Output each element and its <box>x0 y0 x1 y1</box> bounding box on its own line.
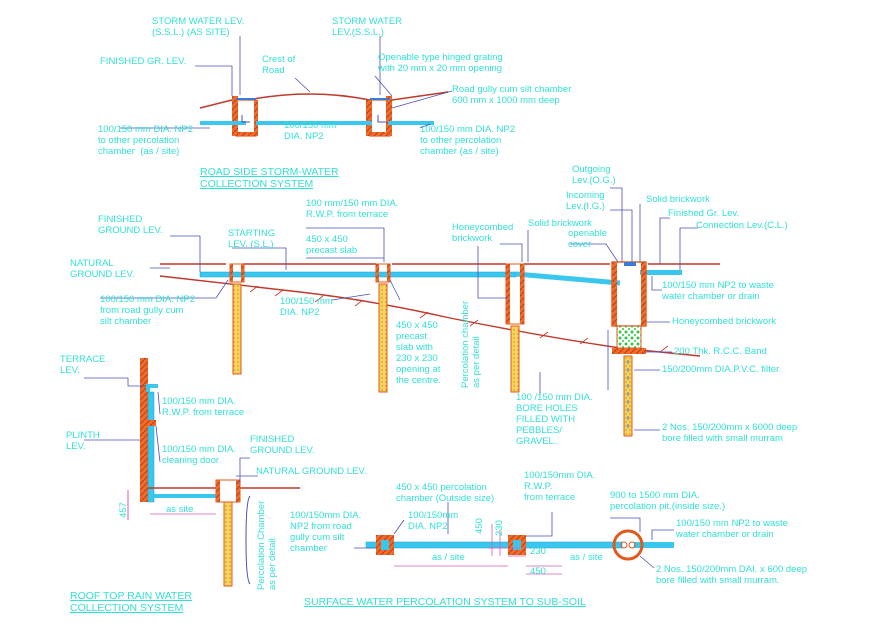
road-pipe-right-label: 100/150 mm DIA. NP2 to other percolation… <box>420 124 516 157</box>
honeycombed-brickwork-label: Honeycombed brickwork <box>452 222 514 244</box>
surface-as-site-2: as / site <box>570 552 603 563</box>
ground-hatch <box>249 285 669 353</box>
section-pipe-np2-label: 100/150 mm DIA. NP2 <box>280 296 333 318</box>
openable-cover-label: openable cover <box>568 228 608 250</box>
pebble-layer <box>616 325 642 349</box>
precast-slab-opening-label: 450 x 450 precast slab with 230 x 230 op… <box>396 320 441 386</box>
grating-label: Openable type hinged grating with 20 mm … <box>378 52 503 74</box>
section-pipe-from-gully-label: 100/150 mm DIA. NP2 from road gully cum … <box>100 294 196 327</box>
surface-dim-450: 450 <box>530 566 546 577</box>
surface-dim-230-vertical: 230 <box>494 520 505 536</box>
surface-bore-note-label: 2 Nos. 150/200mm DAI. x 600 deep bore fi… <box>656 564 808 586</box>
surface-pipe-from-gully-label: 100/150mm DIA. NP2 from road gully cum s… <box>290 510 362 554</box>
solid-brickwork-center-label: Solid brickwork <box>528 218 592 229</box>
surface-rwp-label: 100/150mm DIA. R.W.P. from terrace <box>524 470 596 503</box>
starting-lev-label: STARTING LEV. (S.L.) <box>228 228 276 250</box>
roof-pipe <box>154 494 218 498</box>
roof-percolation-chamber-label: Percolation Chamber as per detail <box>256 500 278 590</box>
road-storm-water-lev-site-label: STORM WATER LEV. (S.S.L.) (AS SITE) <box>152 16 245 38</box>
road-surface <box>199 91 449 109</box>
precast-slab-label: 450 x 450 precast slab <box>306 234 358 256</box>
solid-brickwork-right-label: Solid brickwork <box>646 194 710 205</box>
road-side-title: ROAD SIDE STORM-WATER COLLECTION SYSTEM <box>200 166 339 190</box>
incoming-lev-label: Incoming Lev.(I.G.) <box>566 190 605 212</box>
pipe-road-left <box>200 121 246 125</box>
pipe-road-right <box>388 121 434 125</box>
outgoing-lev-label: Outgoing Lev.(O.G.) <box>572 164 616 186</box>
roof-top-diagram <box>84 358 300 587</box>
pipe-main <box>199 271 517 278</box>
plinth-lev-label: PLINTH LEV. <box>66 430 100 452</box>
building-wall <box>140 358 148 502</box>
pit-size-label: 900 to 1500 mm DIA. percolation pit.(ins… <box>610 490 726 512</box>
surface-dim-450-vertical: 450 <box>474 518 485 534</box>
road-pipe-left-label: 100/150 mm DIA. NP2 to other percolation… <box>98 124 194 157</box>
gully-chamber-left <box>235 99 257 137</box>
connection-lev-label: Connection Lev.(C.L.) <box>696 220 788 231</box>
cleaning-door-label: 100/150 mm DIA. cleaning door <box>162 444 236 466</box>
road-storm-water-lev-label: STORM WATER LEV.(S.S.L.) <box>332 16 403 38</box>
section-percolation-chamber-label: Percolation chamber as per detail <box>460 300 482 388</box>
surface-chamber-size-label: 450 x 450 percolation chamber (Outside s… <box>396 482 495 504</box>
section-bore-note-label: 2 Nos. 150/200mm x 6000 deep bore filled… <box>662 422 798 444</box>
dimension-lines <box>394 524 562 575</box>
roof-as-site-label: as site <box>166 504 194 515</box>
surface-title: SURFACE WATER PERCOLATION SYSTEM TO SUB-… <box>304 596 586 608</box>
surface-diagram <box>354 502 674 575</box>
surface-dim-230: 230 <box>530 546 546 557</box>
roof-natural-ground-lev-label: NATURAL GROUND LEV. <box>256 466 367 477</box>
surface-to-waste-label: 100/150 mm NP2 to waste water chamber or… <box>676 518 788 540</box>
natural-ground-lev-label: NATURAL GROUND LEV. <box>70 258 135 280</box>
rcc-band-label: 200 Thk. R.C.C. Band <box>674 346 767 357</box>
surface-as-site-1: as / site <box>432 552 465 563</box>
pipe-slope <box>515 271 621 286</box>
percolation-pit <box>612 529 644 561</box>
pvc-filter-label: 150/200mm DIA.P.V.C. filter <box>662 364 780 375</box>
honeycombed-brickwork-right-label: Honeycombed brickwork <box>672 316 777 327</box>
road-pipe-center-label: 100/150 mm DIA. NP2 <box>284 120 337 142</box>
finished-ground-lev-label: FINISHED GROUND LEV. <box>98 214 163 236</box>
pipe-outgoing <box>640 270 682 275</box>
gully-chamber-label: Road gully cum silt chamber 600 mm x 100… <box>452 84 572 106</box>
section-to-waste-label: 100/150 mm NP2 to waste water chamber or… <box>662 280 774 302</box>
section-finished-gr-lev-label: Finished Gr. Lev. <box>668 208 740 219</box>
bore-holes-label: 100 /150 mm DIA. BORE HOLES FILLED WITH … <box>516 392 593 447</box>
roof-rwp-label: 100/150 mm DIA. R.W.P. from terrace <box>162 396 245 418</box>
road-finished-gr-lev-label: FINISHED GR. LEV. <box>100 56 187 67</box>
roof-top-title: ROOF TOP RAIN WATER COLLECTION SYSTEM <box>70 590 192 614</box>
roof-dim-457-label: 457 <box>118 502 129 518</box>
section-diagram <box>100 187 720 437</box>
surface-pipe <box>365 541 623 549</box>
terrace-lev-label: TERRACE LEV. <box>60 354 106 376</box>
roof-finished-ground-lev-label: FINISHED GROUND LEV. <box>250 434 315 456</box>
surface-pipe-np2-label: 100/150mm DIA. NP2 <box>408 510 459 532</box>
crest-of-road-label: Crest of Road <box>262 54 296 76</box>
pipe-road-center <box>256 121 372 125</box>
section-rwp-label: 100 mm/150 mm DIA. R.W.P. from terrace <box>306 198 399 220</box>
road-side-diagram <box>120 36 453 137</box>
